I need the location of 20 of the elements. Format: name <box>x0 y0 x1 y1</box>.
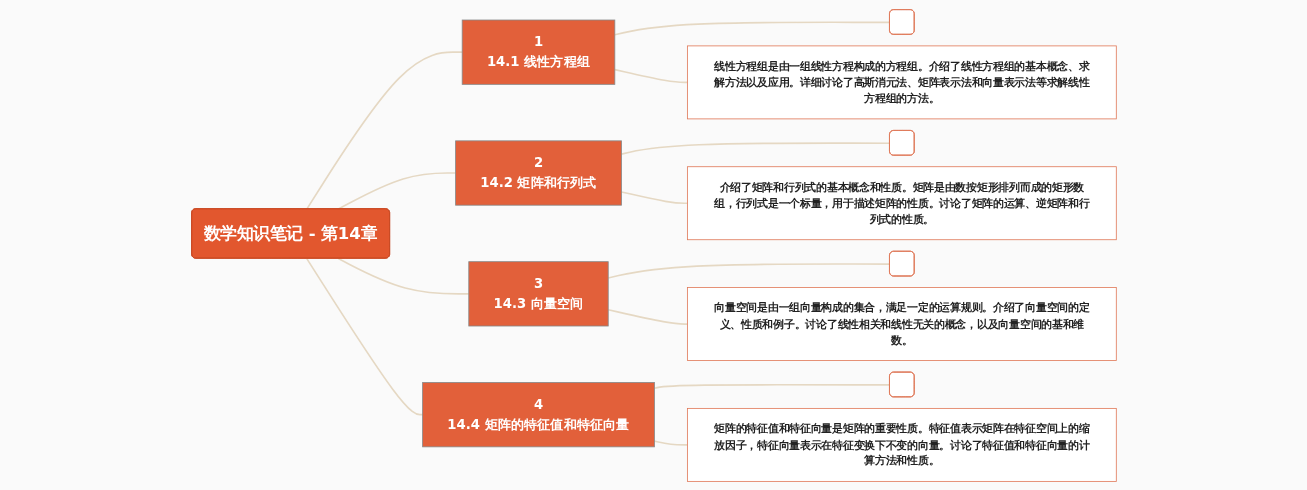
node-box: 线性方程组是由一组线性方程构成的方程组。介绍了线性方程组的基本概念、求解方法以及应用。详细讨论了高斯消元法、矩阵表示法和向量表示法等求解线性方程组的方法。 <box>686 45 1117 119</box>
node-box: 4 14.4 矩阵的特征值和特征向量 <box>421 381 655 447</box>
node-box: 矩阵的特征值和特征向量是矩阵的重要性质。特征值表示矩阵在特征空间上的缩放因子，特征向量表示在特征变换下不变的向量。讨论了特征值和特征向量的计算方法和性质。 <box>686 407 1117 482</box>
connector <box>606 262 891 279</box>
connector <box>620 141 891 155</box>
connector <box>305 257 423 415</box>
connector <box>653 439 688 446</box>
node-box: 1 14.1 线性方程组 <box>461 19 615 85</box>
connector <box>606 308 688 325</box>
connector <box>653 383 891 389</box>
node-box: 3 14.3 向量空间 <box>467 260 609 326</box>
connector <box>613 20 891 36</box>
node-box: 2 14.2 矩阵和行列式 <box>454 139 622 206</box>
connector <box>337 171 456 210</box>
connector <box>337 257 470 295</box>
connector <box>613 68 688 83</box>
connector <box>620 190 688 204</box>
connector <box>305 50 463 210</box>
node-box: 向量空间是由一组向量构成的集合，满足一定的运算规则。介绍了向量空间的定义、性质和例子。讨论了线性相关和线性无关的概念，以及向量空间的基和维数。 <box>686 286 1117 361</box>
node-box: 介绍了矩阵和行列式的基本概念和性质。矩阵是由数按矩形排列而成的矩形数组，行列式是一个标量，用于描述矩阵的性质。讨论了矩阵的运算、逆矩阵和行列式的性质。 <box>686 165 1117 240</box>
